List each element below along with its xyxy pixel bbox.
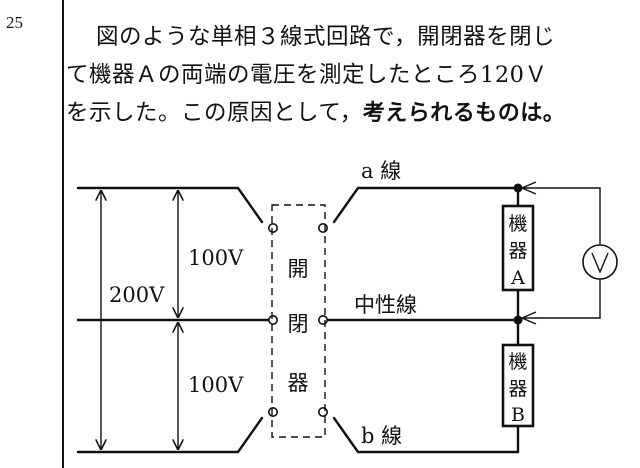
question-line-3-text: を示した。この原因として， (66, 100, 363, 126)
load-b-line (332, 416, 520, 454)
source-a-line (76, 186, 264, 224)
switch-terminal-n-right (317, 314, 328, 325)
switch-terminal-a-left (267, 223, 278, 234)
source-b-line (76, 416, 264, 454)
switch-terminal-a-right (317, 223, 328, 234)
device-b-label-3: B (511, 404, 525, 426)
switch-label-2: 閉 (288, 312, 309, 336)
voltmeter-probe-top-arrow (520, 181, 537, 195)
question-line-2: て機器Ａの両端の電圧を測定したところ120Ｖ (66, 62, 548, 88)
device-b-box (501, 343, 535, 428)
device-b-label-2: 器 (508, 378, 527, 400)
label-b-line: b 線 (361, 424, 402, 448)
switch-label-3: 器 (288, 371, 309, 395)
device-a-box (501, 204, 535, 292)
switch-terminal-n-left (267, 314, 278, 325)
switch-terminal-b-right (317, 406, 328, 417)
junction-dot-a (513, 183, 523, 193)
question-text: 図のような単相３線式回路で，開閉器を閉じ て機器Ａの両端の電圧を測定したところ1… (66, 18, 640, 133)
device-b-label-1: 機 (508, 351, 527, 373)
label-neutral-line: 中性線 (354, 293, 417, 317)
label-100v-lower: 100V (188, 373, 244, 397)
question-line-1: 図のような単相３線式回路で，開閉器を閉じ (96, 24, 556, 50)
voltmeter-glyph (591, 252, 609, 274)
device-a-label-1: 機 (508, 213, 527, 235)
margin-rule (62, 0, 64, 468)
question-number: 25 (6, 13, 23, 32)
question-emphasis: 考えられるものは。 (362, 101, 566, 126)
voltmeter-circle (582, 244, 618, 280)
switch-terminal-b-left (267, 406, 278, 417)
label-100v-upper: 100V (188, 246, 244, 270)
voltmeter-lead-top (522, 187, 601, 245)
device-a-label-2: 器 (508, 240, 527, 262)
junction-dot-neutral (513, 315, 523, 325)
switch-box (271, 204, 326, 438)
voltmeter-lead-bottom (522, 279, 601, 319)
label-a-line: a 線 (361, 159, 401, 183)
device-a-label-3: A (510, 267, 525, 289)
label-200v: 200V (109, 283, 165, 307)
question-line-3: を示した。この原因として，考えられるものは。 (66, 94, 640, 133)
load-a-line (332, 186, 520, 224)
switch-label-1: 開 (288, 257, 309, 281)
voltmeter-probe-bottom-arrow (520, 311, 537, 325)
